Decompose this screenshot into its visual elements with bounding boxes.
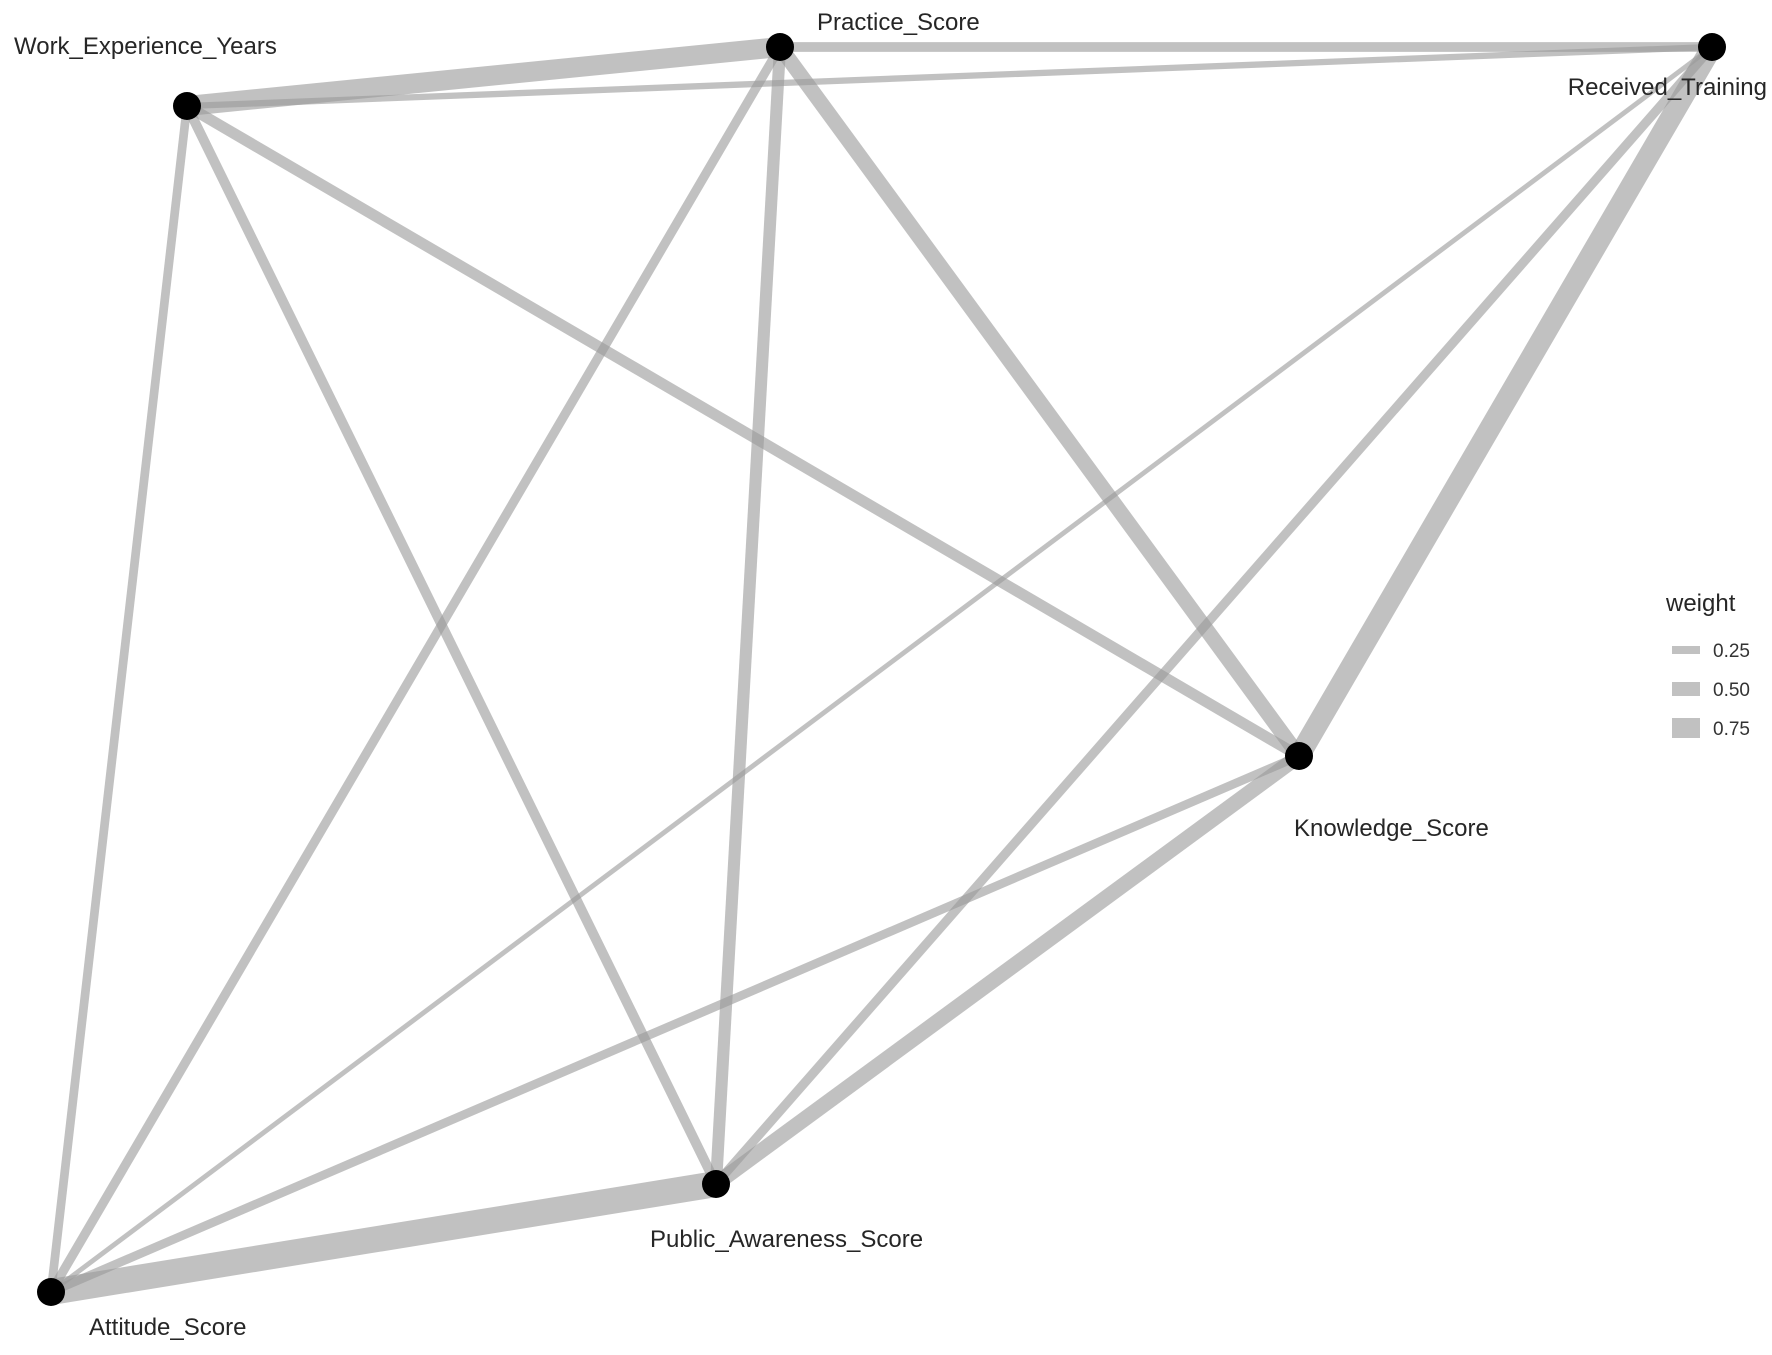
edge-knowledge-public — [711, 749, 1304, 1191]
node-layer — [37, 33, 1726, 1306]
legend-items: 0.25 0.50 0.75 — [1672, 641, 1750, 740]
legend-title: weight — [1665, 590, 1736, 617]
edge-work-knowledge — [184, 101, 1302, 761]
legend-label-2: 0.75 — [1713, 719, 1750, 740]
edge-work-attitude — [46, 105, 192, 1293]
edge-work-public — [182, 103, 721, 1187]
edge-practice-public — [709, 46, 787, 1185]
node-training — [1698, 33, 1726, 61]
node-practice — [766, 33, 794, 61]
edge-public-attitude — [48, 1171, 719, 1305]
edge-training-attitude — [49, 45, 1714, 1294]
node-label-public: Public_Awareness_Score — [650, 1226, 923, 1253]
node-knowledge — [1285, 742, 1313, 770]
node-label-knowledge: Knowledge_Score — [1294, 815, 1489, 842]
node-public — [702, 1170, 730, 1198]
node-label-training: Received_Training — [1568, 74, 1767, 101]
edge-training-public — [712, 43, 1716, 1188]
edge-layer — [46, 37, 1722, 1305]
node-label-work: Work_Experience_Years — [14, 33, 277, 60]
edge-training-knowledge — [1289, 41, 1722, 762]
legend-label-1: 0.50 — [1713, 680, 1750, 701]
edge-practice-knowledge — [773, 42, 1306, 761]
node-label-practice: Practice_Score — [817, 9, 980, 36]
edge-work-practice — [186, 37, 781, 116]
node-work — [173, 92, 201, 120]
edge-work-training — [186, 43, 1713, 110]
node-label-attitude: Attitude_Score — [89, 1314, 246, 1341]
legend-label-0: 0.25 — [1713, 641, 1750, 662]
legend: weight 0.25 0.50 0.75 — [1665, 590, 1750, 740]
edge-practice-attitude — [47, 44, 784, 1295]
label-layer: Work_Experience_Years Practice_ScoreRecei… — [14, 9, 1767, 1341]
node-attitude — [37, 1278, 65, 1306]
edge-knowledge-attitude — [49, 751, 1301, 1297]
